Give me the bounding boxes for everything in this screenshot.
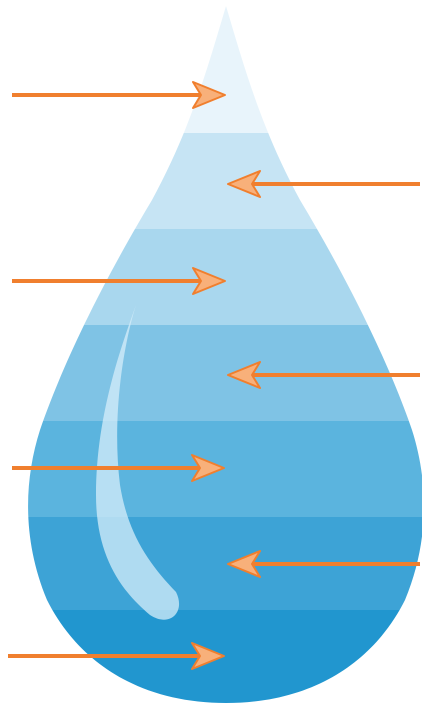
arrow-1	[12, 82, 225, 108]
drop-layer-1	[0, 0, 422, 133]
drop-layer-2	[0, 133, 422, 229]
arrow-2	[228, 171, 420, 197]
